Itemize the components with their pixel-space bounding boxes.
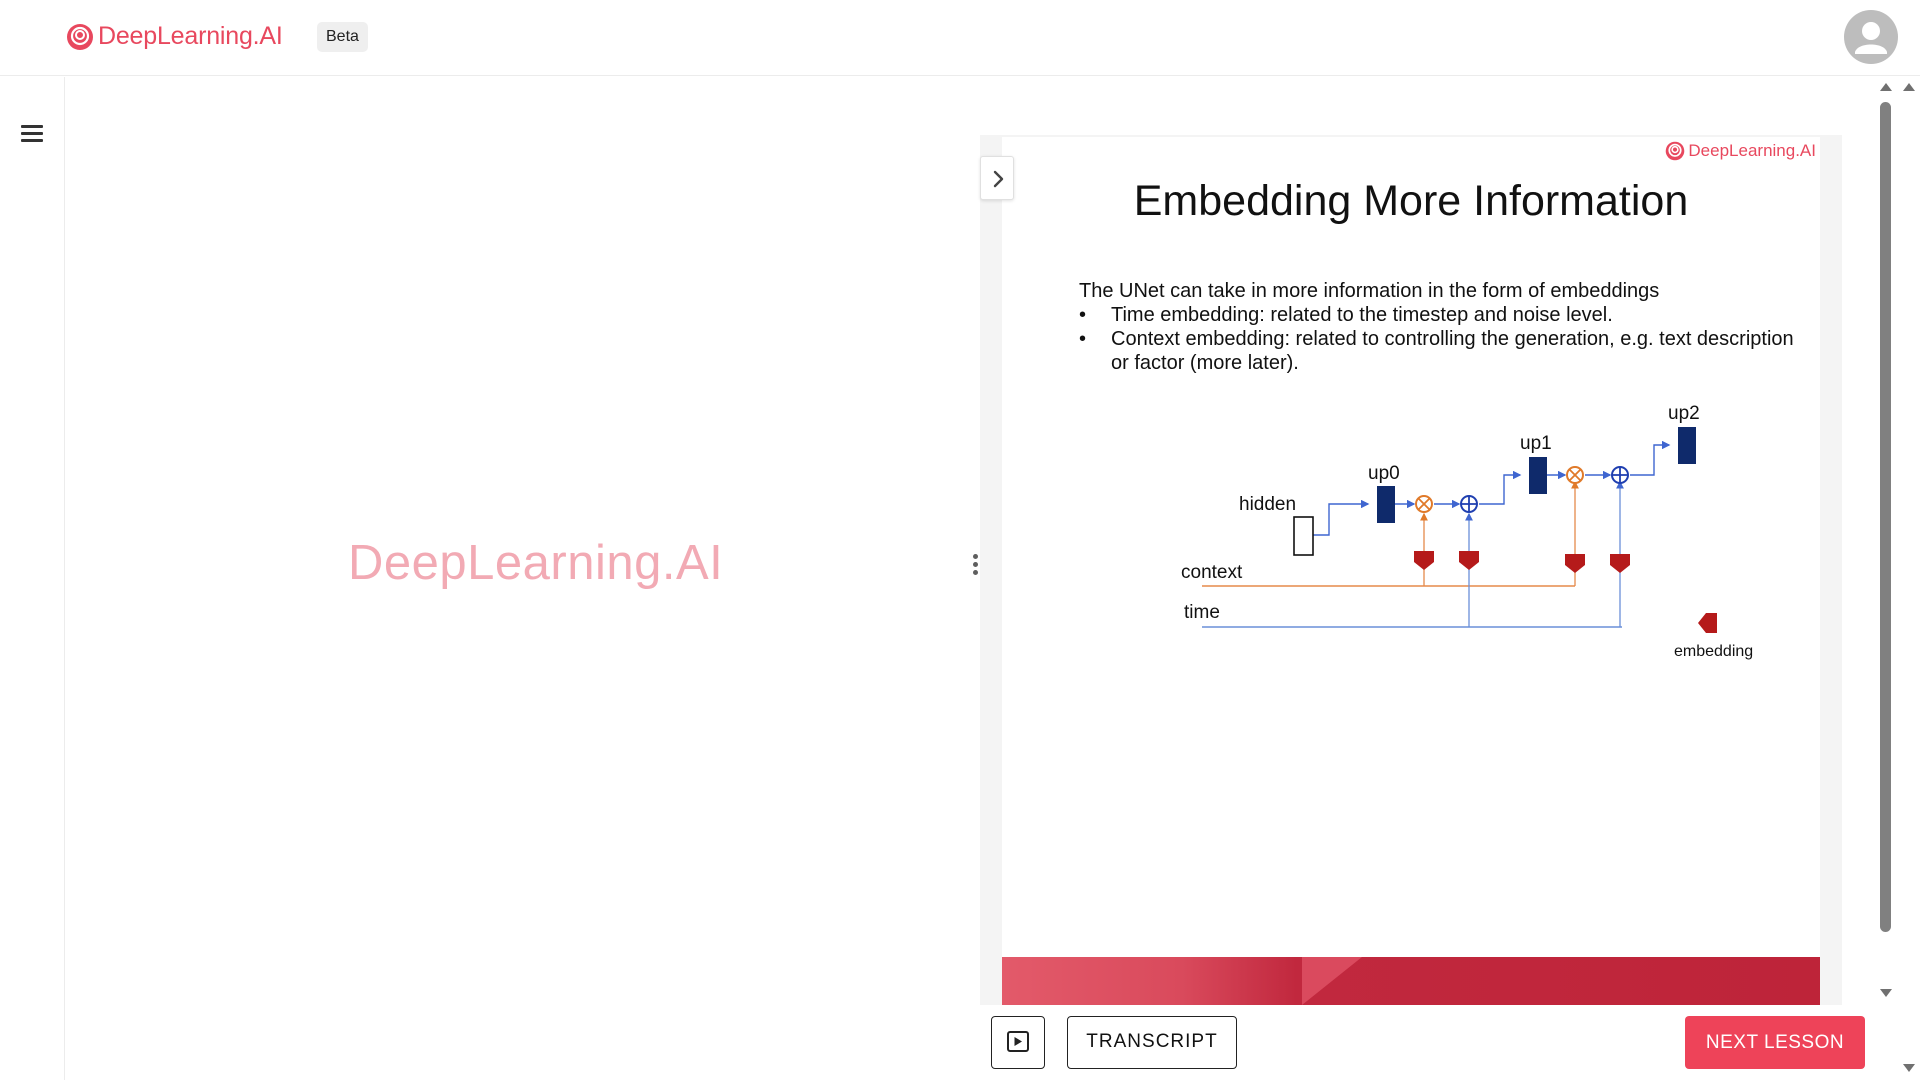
scroll-up-arrow-icon[interactable] xyxy=(1880,83,1892,91)
transcript-button[interactable]: TRANSCRIPT xyxy=(1067,1016,1237,1069)
brand-logo[interactable]: DeepLearning.AI xyxy=(66,22,283,51)
label-up0: up0 xyxy=(1368,463,1400,484)
slide-title: Embedding More Information xyxy=(1133,177,1689,225)
label-embedding: embedding xyxy=(1674,643,1753,660)
embedding-block xyxy=(1610,554,1630,573)
beta-badge: Beta xyxy=(317,22,368,52)
next-lesson-button[interactable]: NEXT LESSON xyxy=(1685,1016,1865,1069)
multiply-node xyxy=(1415,495,1433,513)
video-watermark: DeepLearning.AI xyxy=(348,536,724,590)
unet-embedding-diagram: hidden up0 up1 up2 context time embeddin… xyxy=(1181,403,1753,660)
user-avatar-icon[interactable] xyxy=(1844,10,1898,64)
scroll-down-arrow-icon[interactable] xyxy=(1880,989,1892,997)
label-time: time xyxy=(1184,602,1220,623)
brand-name: DeepLearning.AI xyxy=(98,22,283,50)
embedding-block xyxy=(1565,554,1585,573)
label-up1: up1 xyxy=(1520,433,1552,454)
slide-body: The UNet can take in more information in… xyxy=(1079,279,1799,375)
up0-block xyxy=(1377,486,1395,523)
label-context: context xyxy=(1181,562,1243,583)
add-node xyxy=(1460,495,1478,513)
label-up2: up2 xyxy=(1668,403,1700,424)
embedding-block xyxy=(1414,551,1434,570)
embedding-block xyxy=(1459,551,1479,570)
left-sidebar xyxy=(0,77,65,1080)
top-bar: DeepLearning.AI Beta xyxy=(0,0,1920,76)
slide-logo-text: DeepLearning.AI xyxy=(1688,141,1816,160)
slide-bullet: Context embedding: related to controllin… xyxy=(1079,327,1799,375)
slides-toggle-button[interactable] xyxy=(991,1016,1045,1069)
hamburger-menu-icon[interactable] xyxy=(16,119,48,147)
slide-footer-band xyxy=(1002,957,1820,1005)
embedding-legend-icon xyxy=(1698,613,1717,633)
brand-spiral-icon xyxy=(1666,141,1685,161)
panel-scrollbar[interactable] xyxy=(1878,80,1892,1005)
panel-resize-handle[interactable] xyxy=(968,552,982,578)
page-scroll-up-arrow-icon[interactable] xyxy=(1903,83,1915,91)
collapse-panel-button[interactable] xyxy=(980,156,1014,200)
slides-play-icon xyxy=(1007,1031,1029,1052)
multiply-node xyxy=(1566,466,1584,484)
slide-intro: The UNet can take in more information in… xyxy=(1079,280,1660,302)
slide-logo: DeepLearning.AI xyxy=(1665,141,1816,161)
slide-bullets: Time embedding: related to the timestep … xyxy=(1079,303,1799,375)
label-hidden: hidden xyxy=(1239,494,1296,515)
chevron-right-icon xyxy=(993,170,1004,188)
up1-block xyxy=(1529,457,1547,494)
add-node xyxy=(1611,466,1629,484)
hidden-block xyxy=(1293,516,1314,556)
slide-bullet: Time embedding: related to the timestep … xyxy=(1079,303,1799,327)
page-scrollbar[interactable] xyxy=(1900,80,1918,1080)
brand-spiral-icon xyxy=(67,23,93,50)
video-player[interactable]: DeepLearning.AI xyxy=(66,77,966,1080)
lecture-slide: DeepLearning.AI Embedding More Informati… xyxy=(1002,137,1820,1005)
up2-block xyxy=(1678,427,1696,464)
page-scroll-down-arrow-icon[interactable] xyxy=(1903,1064,1915,1072)
scrollbar-thumb[interactable] xyxy=(1880,102,1891,932)
